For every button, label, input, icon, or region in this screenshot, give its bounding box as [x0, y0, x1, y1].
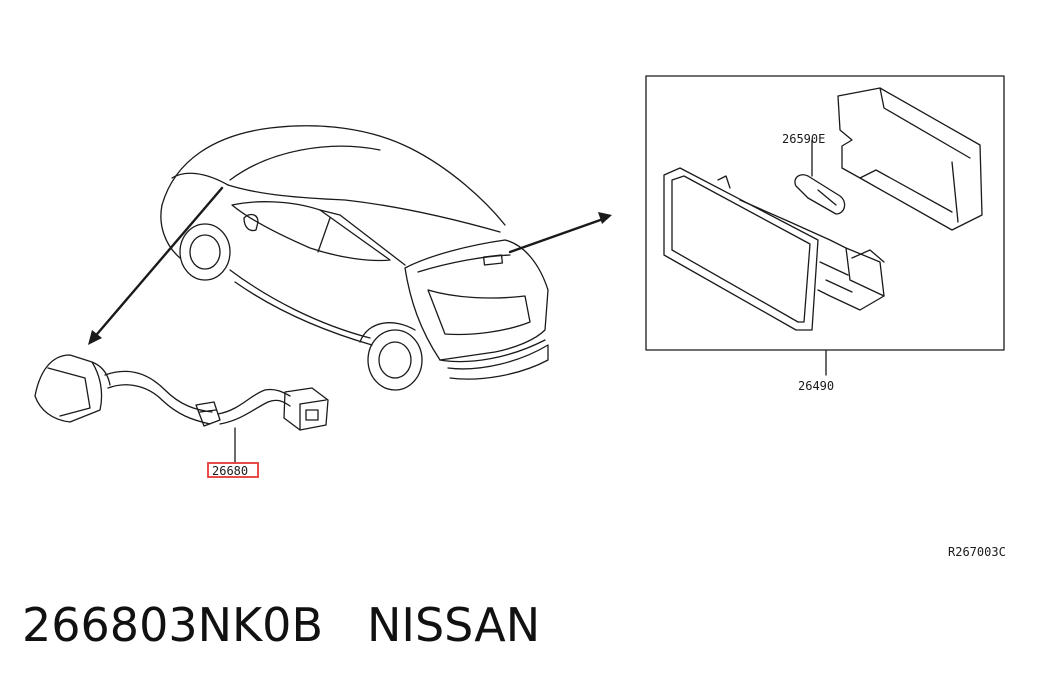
diagram-reference: R267003C [948, 545, 1006, 559]
car-illustration [160, 125, 549, 391]
harness-illustration [34, 354, 329, 463]
caption-brand: NISSAN [367, 598, 541, 652]
harness-part-number: 26680 [212, 464, 248, 478]
bulb-part-number: 26590E [782, 132, 825, 146]
harness-part-label[interactable]: 26680 [207, 462, 259, 478]
label-highlight-box [207, 462, 259, 478]
lamp-detail-inset [645, 75, 1005, 376]
lamp-part-number: 26490 [798, 379, 834, 393]
caption-part-number: 266803NK0B [22, 598, 323, 652]
caption: 266803NK0B NISSAN [22, 598, 540, 652]
leader-arrows [88, 186, 612, 345]
